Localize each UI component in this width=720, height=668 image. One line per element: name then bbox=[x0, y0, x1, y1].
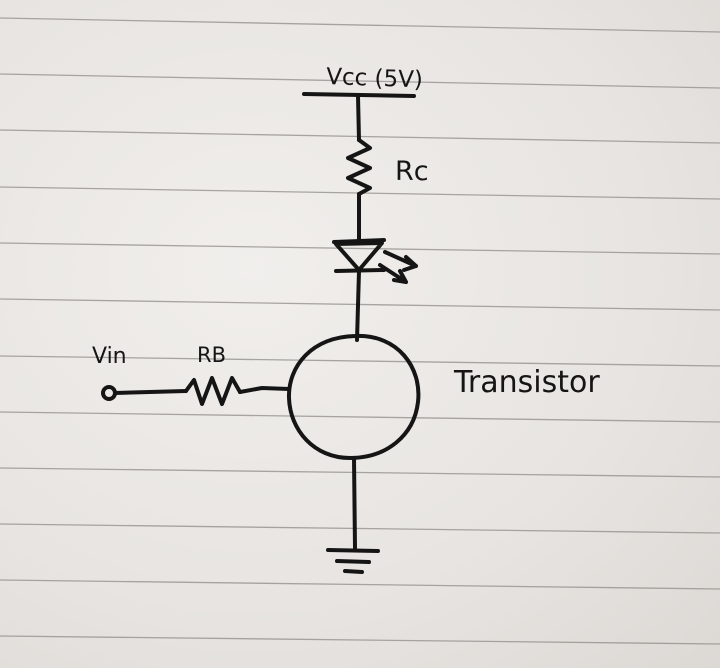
ground-bar-middle bbox=[335, 559, 371, 564]
led-light-arrow bbox=[378, 263, 408, 284]
led-wire-bottom bbox=[355, 269, 361, 342]
base-resistor-symbol bbox=[184, 376, 242, 406]
input-label: Vin bbox=[92, 344, 127, 369]
base-resistor-label: RB bbox=[197, 343, 226, 367]
led-triangle bbox=[334, 241, 384, 272]
ruled-line bbox=[0, 73, 720, 89]
led-symbol bbox=[332, 238, 386, 273]
ruled-line bbox=[0, 467, 720, 478]
base-wire bbox=[238, 386, 291, 394]
ruled-line bbox=[0, 635, 720, 645]
transistor-label: Transistor bbox=[453, 365, 600, 400]
emitter-wire bbox=[352, 456, 357, 550]
ground-bar-top bbox=[326, 548, 380, 553]
ruled-line bbox=[0, 17, 720, 33]
ruled-line bbox=[0, 523, 720, 534]
collector-wire-top bbox=[356, 94, 361, 142]
ground-icon bbox=[326, 548, 380, 574]
ruled-line bbox=[0, 411, 720, 423]
input-wire bbox=[113, 389, 188, 395]
led-light-arrow bbox=[383, 250, 418, 272]
led-anode-bar bbox=[332, 238, 386, 244]
ruled-line bbox=[0, 355, 720, 367]
supply-label: Vcc (5V) bbox=[326, 64, 424, 93]
ground-bar-bottom bbox=[343, 569, 364, 574]
transistor-body bbox=[286, 333, 421, 460]
collector-resistor-label: Rc bbox=[395, 156, 429, 187]
ruled-line bbox=[0, 579, 720, 590]
collector-resistor-symbol bbox=[346, 138, 372, 196]
ruled-line bbox=[0, 242, 720, 255]
